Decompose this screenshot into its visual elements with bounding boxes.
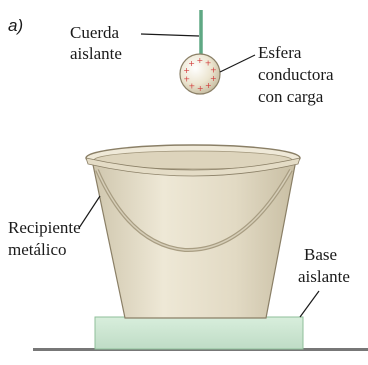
leader-string xyxy=(140,33,200,37)
positive-charge: + xyxy=(197,84,204,93)
positive-charge: + xyxy=(210,66,217,75)
positive-charge: + xyxy=(183,75,190,84)
container-label-line2: metálico xyxy=(8,240,67,259)
leader-sphere xyxy=(219,54,256,73)
positive-charge: + xyxy=(210,74,217,83)
string-label-line1: Cuerda xyxy=(70,23,120,42)
sphere-label-line1: Esfera xyxy=(258,43,302,62)
positive-charge: + xyxy=(188,59,195,68)
insulating-base xyxy=(94,316,304,350)
positive-charge: + xyxy=(205,81,212,90)
base-label-line1: Base xyxy=(304,245,338,264)
leader-container xyxy=(78,195,101,229)
charged-sphere xyxy=(179,53,221,95)
sphere-charges: ++++++++++ xyxy=(183,56,217,93)
metal-container-body xyxy=(91,159,297,319)
leader-base xyxy=(299,290,320,318)
positive-charge: + xyxy=(205,59,212,68)
sphere-label-line2: conductora xyxy=(258,65,334,84)
base-label-line2: aislante xyxy=(298,267,350,286)
positive-charge: + xyxy=(183,66,190,75)
string-label-line2: aislante xyxy=(70,44,122,63)
positive-charge: + xyxy=(196,56,203,65)
container-lip-band xyxy=(85,157,301,177)
panel-label: a) xyxy=(8,16,24,35)
positive-charge: + xyxy=(189,81,196,90)
sphere-label-line3: con carga xyxy=(258,87,324,106)
container-label-line1: Recipiente xyxy=(8,218,81,237)
